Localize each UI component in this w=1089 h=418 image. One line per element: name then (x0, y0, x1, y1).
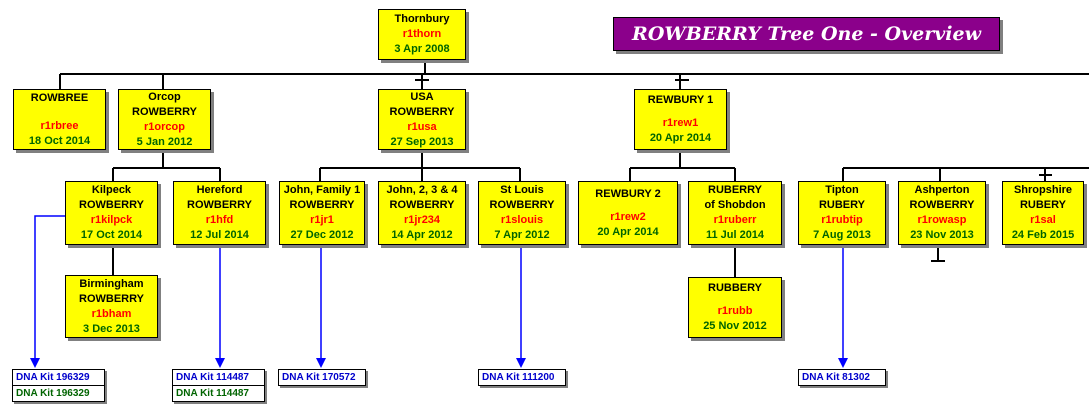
node-surname: ROWBERRY (489, 199, 555, 211)
node-date: 27 Sep 2013 (390, 135, 454, 148)
node-name: Tipton (825, 184, 859, 196)
node-orcop[interactable]: Orcop ROWBERRY r1orcop 5 Jan 2012 (118, 89, 211, 150)
node-st-louis[interactable]: St Louis ROWBERRY r1slouis 7 Apr 2012 (478, 181, 566, 245)
node-code: r1jr1 (310, 214, 334, 226)
node-code: r1rew2 (610, 210, 646, 223)
node-birmingham[interactable]: Birmingham ROWBERRY r1bham 3 Dec 2013 (65, 275, 158, 338)
node-date: 18 Oct 2014 (28, 134, 91, 147)
node-name: Shropshire (1013, 184, 1073, 196)
node-date: 14 Apr 2012 (391, 229, 453, 241)
node-code: r1bham (91, 307, 132, 320)
node-code: r1usa (407, 120, 437, 133)
node-code: r1rowasp (917, 214, 967, 226)
node-surname: ROWBERRY (389, 199, 455, 211)
node-surname: RUBERY (818, 199, 866, 211)
node-name: REWBURY 1 (647, 94, 714, 106)
node-john-2-3-4[interactable]: John, 2, 3 & 4 ROWBERRY r1jr234 14 Apr 2… (378, 181, 466, 245)
node-code: r1thorn (402, 28, 442, 40)
node-kilpeck[interactable]: Kilpeck ROWBERRY r1kilpck 17 Oct 2014 (65, 181, 158, 245)
node-surname: RUBERY (1019, 199, 1067, 211)
node-rewbury-1[interactable]: REWBURY 1 r1rew1 20 Apr 2014 (634, 89, 727, 150)
node-date: 25 Nov 2012 (703, 320, 767, 332)
node-surname: ROWBERRY (909, 199, 975, 211)
node-date: 11 Jul 2014 (705, 229, 765, 241)
dna-kit-box-john-family-1[interactable]: DNA Kit 170572 (278, 369, 366, 386)
node-date: 5 Jan 2012 (136, 135, 193, 148)
dna-kit-label-secondary: DNA Kit 196329 (13, 385, 104, 401)
node-name: John, 2, 3 & 4 (386, 184, 458, 196)
dna-kit-label: DNA Kit 111200 (482, 372, 555, 383)
dna-kit-box-st-louis[interactable]: DNA Kit 111200 (478, 369, 566, 386)
node-name: St Louis (500, 184, 544, 196)
node-code: r1rubtip (821, 214, 863, 226)
node-date: 24 Feb 2015 (1011, 229, 1075, 241)
node-code: r1slouis (500, 214, 544, 226)
node-name: USA (410, 90, 434, 103)
dna-kit-label: DNA Kit 81302 (802, 372, 870, 383)
node-date: 3 Apr 2008 (394, 43, 450, 55)
node-name: REWBURY 2 (595, 187, 661, 200)
node-date: 17 Oct 2014 (80, 229, 143, 241)
dna-kit-label: DNA Kit 170572 (282, 372, 356, 383)
node-ruberry-shobdon[interactable]: RUBERRY of Shobdon r1ruberr 11 Jul 2014 (688, 181, 782, 245)
dna-kit-box-kilpeck[interactable]: DNA Kit 196329 DNA Kit 196329 (12, 369, 105, 402)
node-surname: ROWBERRY (289, 199, 355, 211)
node-date: 27 Dec 2012 (290, 229, 354, 241)
node-surname: ROWBERRY (187, 199, 252, 211)
node-name: Thornbury (394, 13, 450, 25)
node-usa[interactable]: USA ROWBERRY r1usa 27 Sep 2013 (378, 89, 466, 150)
node-rowbree[interactable]: ROWBREE r1rbree 18 Oct 2014 (13, 89, 106, 150)
dna-kit-box-tipton[interactable]: DNA Kit 81302 (798, 369, 886, 386)
node-john-family-1[interactable]: John, Family 1 ROWBERRY r1jr1 27 Dec 201… (279, 181, 365, 245)
node-shropshire[interactable]: Shropshire RUBERY r1sal 24 Feb 2015 (1002, 181, 1084, 245)
node-date: 12 Jul 2014 (190, 229, 249, 241)
chart-title: ROWBERRY Tree One - Overview (613, 17, 1000, 51)
node-code: r1hfd (205, 214, 234, 226)
node-rewbury-2[interactable]: REWBURY 2 r1rew2 20 Apr 2014 (578, 181, 678, 245)
node-name: Orcop (148, 90, 181, 103)
node-code: r1rbree (40, 119, 79, 132)
node-name: Hereford (196, 184, 243, 196)
node-name: Birmingham (79, 277, 144, 290)
node-surname: ROWBERRY (79, 292, 144, 305)
node-tipton[interactable]: Tipton RUBERY r1rubtip 7 Aug 2013 (798, 181, 886, 245)
node-date: 20 Apr 2014 (649, 132, 712, 144)
node-rubbery[interactable]: RUBBERY r1rubb 25 Nov 2012 (688, 277, 782, 338)
node-date: 7 Apr 2012 (494, 229, 550, 241)
node-code: r1jr234 (403, 214, 441, 226)
node-code: r1rubb (717, 305, 753, 317)
node-name: RUBBERY (708, 282, 762, 294)
node-date: 20 Apr 2014 (597, 225, 659, 238)
node-name: John, Family 1 (283, 184, 361, 196)
node-surname: ROWBERRY (389, 105, 455, 118)
node-name: Kilpeck (91, 184, 132, 196)
node-date: 3 Dec 2013 (83, 322, 140, 335)
node-thornbury[interactable]: Thornbury r1thorn 3 Apr 2008 (378, 9, 466, 60)
node-name: RUBERRY (708, 184, 762, 196)
node-name: Ashperton (914, 184, 970, 196)
node-code: r1orcop (144, 120, 185, 133)
dna-kit-label: DNA Kit 114487 (176, 372, 249, 383)
node-surname: of Shobdon (704, 199, 766, 211)
node-date: 23 Nov 2013 (910, 229, 974, 241)
node-code: r1rew1 (662, 117, 699, 129)
node-ashperton[interactable]: Ashperton ROWBERRY r1rowasp 23 Nov 2013 (898, 181, 986, 245)
node-date: 7 Aug 2013 (813, 229, 871, 241)
dna-kit-label: DNA Kit 196329 (16, 372, 90, 383)
node-surname: ROWBERRY (79, 199, 144, 211)
node-surname: ROWBERRY (132, 105, 197, 118)
node-code: r1sal (1030, 214, 1056, 226)
node-hereford[interactable]: Hereford ROWBERRY r1hfd 12 Jul 2014 (173, 181, 266, 245)
node-code: r1kilpck (90, 214, 133, 226)
node-code: r1ruberr (713, 214, 757, 226)
node-name: ROWBREE (30, 91, 89, 104)
dna-kit-label-secondary: DNA Kit 114487 (173, 385, 264, 401)
dna-kit-box-hereford[interactable]: DNA Kit 114487 DNA Kit 114487 (172, 369, 265, 402)
